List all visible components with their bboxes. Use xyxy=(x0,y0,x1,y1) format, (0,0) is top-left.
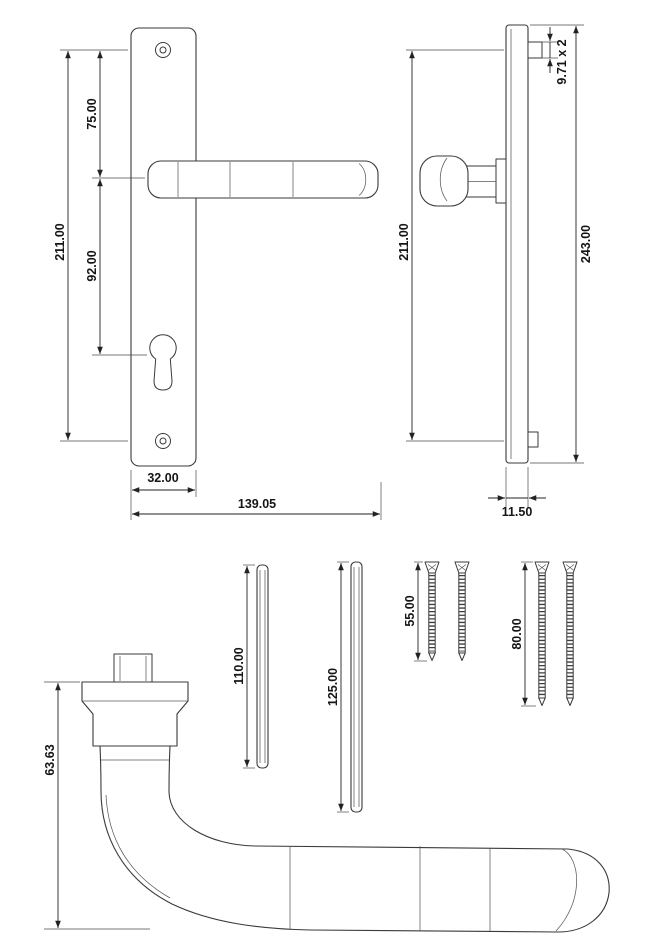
dim-text-211-side: 211.00 xyxy=(397,223,411,261)
dim-text-243: 243.00 xyxy=(579,225,593,263)
dim-text-75: 75.00 xyxy=(85,98,99,129)
side-view-dimensions: 211.00 243.00 9.71 x 2 11.50 xyxy=(397,24,593,519)
dim-text-110: 110.00 xyxy=(232,647,246,685)
backplate-front xyxy=(130,27,197,467)
screw-55-b xyxy=(455,562,469,661)
fixing-lug-top xyxy=(527,41,543,59)
backplate-side xyxy=(505,24,529,464)
dim-text-139: 139.05 xyxy=(238,497,276,511)
fixing-lug-bottom xyxy=(527,431,539,448)
front-view xyxy=(130,27,379,467)
dim-text-depth: 11.50 xyxy=(502,505,533,519)
euro-cylinder-cutout xyxy=(149,334,177,391)
handle-rose xyxy=(81,681,189,747)
lever-front xyxy=(147,160,379,199)
handle-side-view: 63.63 xyxy=(43,653,610,933)
handle-lever-body xyxy=(99,745,610,933)
spindle-110 xyxy=(256,564,269,769)
front-view-dimensions: 75.00 92.00 211.00 32.00 139.05 xyxy=(53,49,382,520)
screw-80-a xyxy=(535,562,549,706)
dim-text-6363: 63.63 xyxy=(43,744,57,775)
screw-55-a xyxy=(425,562,439,661)
lever-collar-side xyxy=(495,158,507,204)
screw-80-b xyxy=(563,562,577,706)
dim-text-55: 55.00 xyxy=(403,595,417,626)
dim-text-211-front: 211.00 xyxy=(53,223,67,261)
dim-text-32: 32.00 xyxy=(147,471,178,485)
screw-hole-top-inner xyxy=(159,46,167,54)
dim-text-125: 125.00 xyxy=(326,668,340,706)
dim-text-lug: 9.71 x 2 xyxy=(555,39,569,84)
screw-hole-bottom-inner xyxy=(159,437,167,445)
spindle-125 xyxy=(350,561,363,813)
spindles: 110.00 125.00 xyxy=(232,561,363,813)
dim-text-92: 92.00 xyxy=(85,250,99,281)
dim-text-80: 80.00 xyxy=(510,618,524,649)
screws: 55.00 80.00 xyxy=(403,562,577,706)
side-view xyxy=(419,24,543,464)
lever-grip-side xyxy=(419,155,469,207)
